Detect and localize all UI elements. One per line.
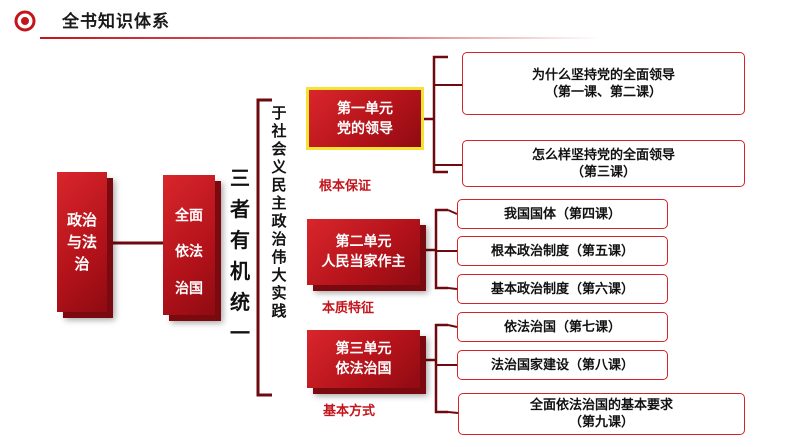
- unit2-name: 人民当家作主: [321, 254, 406, 270]
- lesson-title: 根本政治制度（第五课）: [490, 243, 634, 259]
- unit1-bracket: [432, 55, 448, 174]
- lesson-title: 怎么样坚持党的全面领导: [531, 147, 675, 163]
- unit3-title: 第三单元: [335, 341, 392, 357]
- lesson-title: 我国国体（第四课）: [503, 206, 621, 222]
- unit1-caption: 根本保证: [319, 179, 372, 194]
- lesson-title: 全面依法治国的基本要求: [529, 398, 673, 413]
- unit2-node: 第二单元 人民当家作主: [307, 219, 420, 285]
- unit3-bracket: [434, 323, 448, 414]
- unit3-node: 第三单元 依法治国: [307, 330, 420, 388]
- lesson-title: 依法治国（第七课）: [503, 319, 621, 335]
- lesson-box: 怎么样坚持党的全面领导 （第三课）: [462, 140, 745, 187]
- unit3-caption: 基本方式: [323, 404, 376, 419]
- unit1-name: 党的领导: [337, 120, 393, 137]
- subject-line-2: 依法: [175, 244, 203, 260]
- lesson-box: 根本政治制度（第五课）: [457, 236, 668, 266]
- lesson-box: 基本政治制度（第六课）: [457, 274, 668, 304]
- lesson-range: （第三课）: [570, 164, 636, 180]
- socialism-vertical-text: 于社会义民主政治伟大实践: [268, 104, 290, 320]
- red-ring-bullet-icon: [14, 10, 36, 32]
- subject-node: 全面 依法 治国: [163, 175, 215, 315]
- subject-line-1: 全面: [175, 208, 203, 224]
- unit1-title: 第一单元: [337, 100, 393, 117]
- page-title: 全书知识体系: [62, 12, 170, 32]
- lesson-box: 法治国家建设（第八课）: [457, 350, 668, 380]
- lesson-box: 为什么坚持党的全面领导 （第一课、第二课）: [462, 52, 745, 115]
- unit2-bracket: [434, 208, 448, 290]
- unit2-caption: 本质特征: [322, 301, 375, 316]
- socialism-label: 于社会义民主政治伟大实践: [271, 104, 287, 320]
- main-bracket: [256, 98, 272, 397]
- lesson-title: 法治国家建设（第八课）: [490, 357, 634, 373]
- lesson-title: 为什么坚持党的全面领导: [531, 67, 675, 83]
- unity-label: 三者有机统一: [230, 166, 250, 345]
- unit3-name: 依法治国: [335, 361, 392, 377]
- lesson-box: 依法治国（第七课）: [457, 312, 668, 342]
- lesson-range: （第一课、第二课）: [544, 84, 662, 100]
- root-node: 政治与法治: [57, 172, 107, 312]
- header-divider: [40, 37, 600, 39]
- lesson-range: （第九课）: [568, 415, 634, 430]
- unity-vertical-text: 三者有机统一: [225, 163, 255, 349]
- unit1-node: 第一单元 党的领导: [306, 87, 424, 150]
- subject-line-3: 治国: [175, 281, 203, 297]
- lesson-box: 全面依法治国的基本要求 （第九课）: [458, 393, 745, 435]
- lesson-box: 我国国体（第四课）: [457, 199, 668, 229]
- unit2-title: 第二单元: [335, 234, 392, 250]
- root-label: 政治与法治: [66, 211, 97, 273]
- lesson-title: 基本政治制度（第六课）: [490, 281, 634, 297]
